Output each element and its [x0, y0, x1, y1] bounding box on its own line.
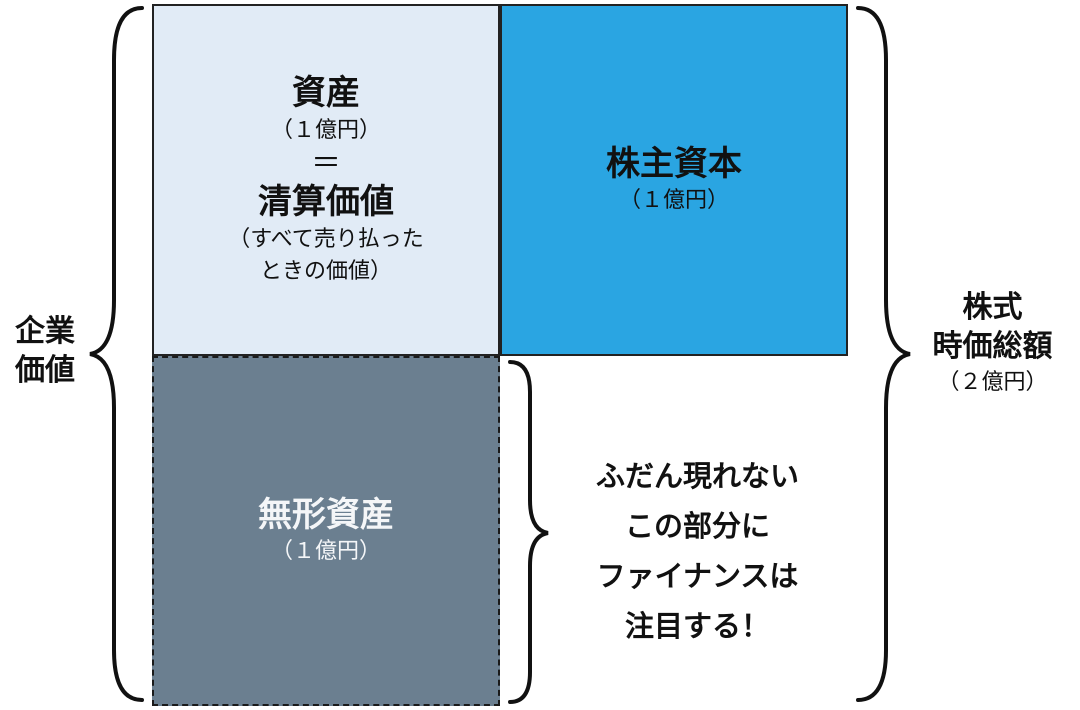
- market-cap-label: 株式 時価総額 （２億円）: [905, 288, 1080, 399]
- enterprise-value-brace: [89, 6, 144, 702]
- note-line2: この部分に: [624, 508, 770, 543]
- equals-sign: ＝: [311, 145, 341, 181]
- enterprise-value-label: 企業 価値: [0, 312, 90, 390]
- note-line1: ふだん現れない: [595, 459, 799, 493]
- enterprise-value-line2: 価値: [15, 353, 75, 388]
- intangible-brace: [508, 360, 549, 704]
- equity-amount: （１億円）: [618, 188, 729, 214]
- note-line4: 注目する！: [624, 608, 770, 643]
- liquidation-value-title: 清算価値: [258, 182, 394, 223]
- asset-title: 資産: [292, 73, 360, 114]
- market-cap-amount: （２億円）: [937, 370, 1048, 395]
- equity-title: 株主資本: [606, 143, 742, 184]
- market-cap-line1: 株式: [962, 290, 1023, 325]
- intangible-title: 無形資産: [258, 494, 394, 535]
- market-cap-brace: [856, 6, 911, 702]
- intangible-amount: （１億円）: [270, 539, 381, 565]
- liquidation-desc-line1: （すべて売り払った: [228, 226, 424, 252]
- note-line3: ファイナンスは: [596, 558, 799, 593]
- finance-note: ふだん現れない この部分に ファイナンスは 注目する！: [535, 452, 860, 652]
- intangible-asset-box: 無形資産 （１億円）: [152, 356, 500, 706]
- equity-box: 株主資本 （１億円）: [500, 4, 848, 356]
- liquidation-desc-line2: ときの価値）: [259, 258, 392, 284]
- asset-box: 資産 （１億円） ＝ 清算価値 （すべて売り払った ときの価値）: [152, 4, 500, 356]
- market-cap-line2: 時価総額: [932, 329, 1053, 364]
- asset-amount: （１億円）: [270, 117, 381, 143]
- enterprise-value-line1: 企業: [15, 314, 75, 349]
